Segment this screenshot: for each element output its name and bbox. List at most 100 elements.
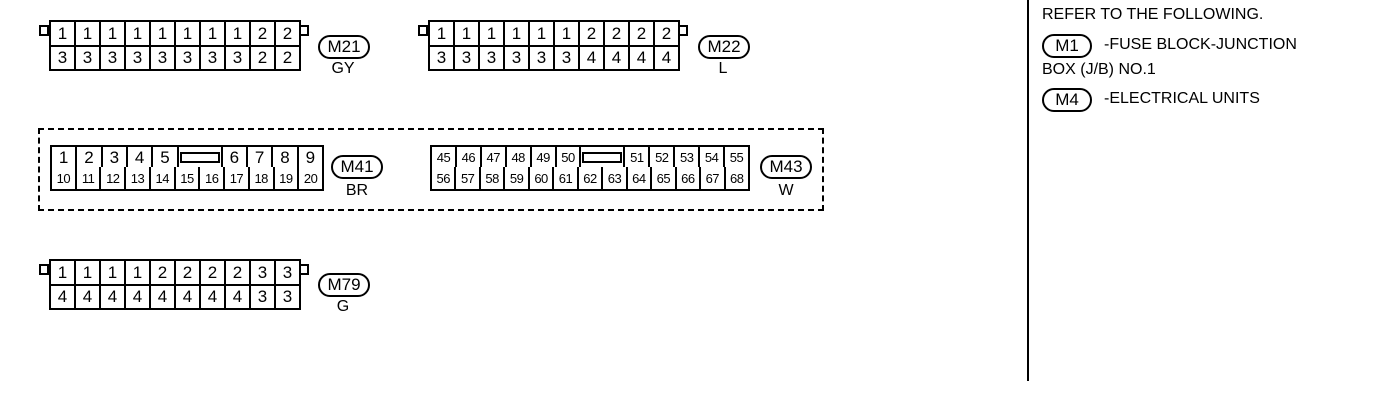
pin: 3 (276, 261, 299, 284)
pin: 46 (456, 147, 480, 167)
pin: 1 (505, 22, 528, 45)
pin: 1 (76, 22, 99, 45)
pin: 4 (176, 285, 199, 308)
pin: 51 (625, 147, 649, 167)
wire-color-label: L (718, 60, 728, 77)
pin: 67 (701, 167, 724, 189)
pin: 15 (175, 167, 199, 189)
pin: 1 (101, 261, 124, 284)
pin: 12 (101, 167, 125, 189)
pin: 1 (76, 261, 99, 284)
pin: 47 (481, 147, 505, 167)
wire-color-label: W (778, 182, 794, 199)
pin: 49 (531, 147, 555, 167)
wire-color-label: G (336, 298, 350, 315)
pin: 3 (455, 46, 478, 69)
legend-item2-text: -ELECTRICAL UNITS (1104, 90, 1260, 107)
pin: 9 (298, 147, 322, 167)
pin: 1 (226, 22, 249, 45)
pin: 3 (201, 46, 224, 69)
connector-m79-pins: 1 1 1 1 2 2 2 2 3 3 4 4 4 4 4 4 4 4 3 3 (49, 259, 301, 310)
pin: 2 (655, 22, 678, 45)
pin: 52 (650, 147, 674, 167)
legend-badge-m4: M4 (1042, 88, 1092, 112)
pin: 4 (226, 285, 249, 308)
pin: 4 (101, 285, 124, 308)
connector-latch-left (418, 25, 428, 36)
pin: 63 (603, 167, 626, 189)
pin: 13 (126, 167, 149, 189)
connector-badge: M43 (760, 155, 812, 179)
pin: 2 (276, 46, 299, 69)
pin: 54 (700, 147, 724, 167)
connector-m41-row2: 10 11 12 13 14 15 16 17 18 19 20 (50, 167, 324, 191)
pin: 53 (675, 147, 699, 167)
pin: 20 (299, 167, 322, 189)
pin: 1 (101, 22, 124, 45)
key-slot (582, 151, 623, 163)
legend-item1-text: -FUSE BLOCK-JUNCTION (1104, 36, 1297, 53)
pin: 3 (505, 46, 528, 69)
pin: 2 (251, 46, 274, 69)
legend-title: REFER TO THE FOLLOWING. (1042, 6, 1264, 23)
pin: 4 (655, 46, 678, 69)
pin: 11 (76, 167, 100, 189)
pin: 4 (128, 147, 152, 167)
divider-line (1027, 0, 1029, 381)
pin: 19 (274, 167, 298, 189)
pin: 64 (627, 167, 651, 189)
pin: 8 (273, 147, 297, 167)
pin: 10 (52, 167, 75, 189)
pin: 2 (226, 261, 249, 284)
connector-key (581, 147, 624, 167)
pin: 1 (52, 147, 76, 167)
pin: 1 (51, 22, 74, 45)
pin: 14 (150, 167, 174, 189)
pin: 1 (201, 22, 224, 45)
pin: 3 (430, 46, 453, 69)
legend-badge-m1: M1 (1042, 34, 1092, 58)
pin: 4 (201, 285, 224, 308)
pin: 16 (200, 167, 224, 189)
pin: 6 (222, 147, 246, 167)
key-slot (179, 151, 220, 163)
pin: 2 (276, 22, 299, 45)
pin: 3 (480, 46, 503, 69)
pin: 1 (480, 22, 503, 45)
pin: 66 (676, 167, 700, 189)
connector-m43-row1: 45 46 47 48 49 50 51 52 53 54 55 (430, 145, 750, 169)
pin: 2 (151, 261, 174, 284)
connector-m43-row2: 56 57 58 59 60 61 62 63 64 65 66 67 68 (430, 167, 750, 191)
pin: 4 (51, 285, 74, 308)
connector-badge: M21 (318, 35, 370, 59)
wire-color-label: BR (345, 182, 369, 199)
connector-latch-left (39, 25, 49, 36)
pin: 60 (529, 167, 553, 189)
pin: 45 (432, 147, 455, 167)
wire-color-label: GY (331, 60, 355, 77)
connector-m22-pins: 1 1 1 1 1 1 2 2 2 2 3 3 3 3 3 3 4 4 4 4 (428, 20, 680, 71)
connector-group-box (38, 128, 824, 211)
pin: 1 (126, 261, 149, 284)
pin: 55 (725, 147, 748, 167)
pin: 2 (630, 22, 653, 45)
pin: 3 (101, 46, 124, 69)
pin: 4 (151, 285, 174, 308)
pin: 59 (505, 167, 528, 189)
connector-m41-row1: 1 2 3 4 5 6 7 8 9 (50, 145, 324, 169)
connector-latch-left (39, 264, 49, 275)
pin: 18 (249, 167, 273, 189)
pin: 3 (555, 46, 578, 69)
pin: 3 (151, 46, 174, 69)
pin: 3 (530, 46, 553, 69)
connector-badge: M41 (331, 155, 383, 179)
pin: 61 (554, 167, 577, 189)
connector-m21-pins: 1 1 1 1 1 1 1 1 2 2 3 3 3 3 3 3 3 3 2 2 (49, 20, 301, 71)
pin: 50 (556, 147, 580, 167)
pin: 1 (555, 22, 578, 45)
connector-key (178, 147, 221, 167)
pin: 3 (276, 285, 299, 308)
pin: 2 (201, 261, 224, 284)
connector-latch-right (678, 25, 688, 36)
pin: 3 (76, 46, 99, 69)
